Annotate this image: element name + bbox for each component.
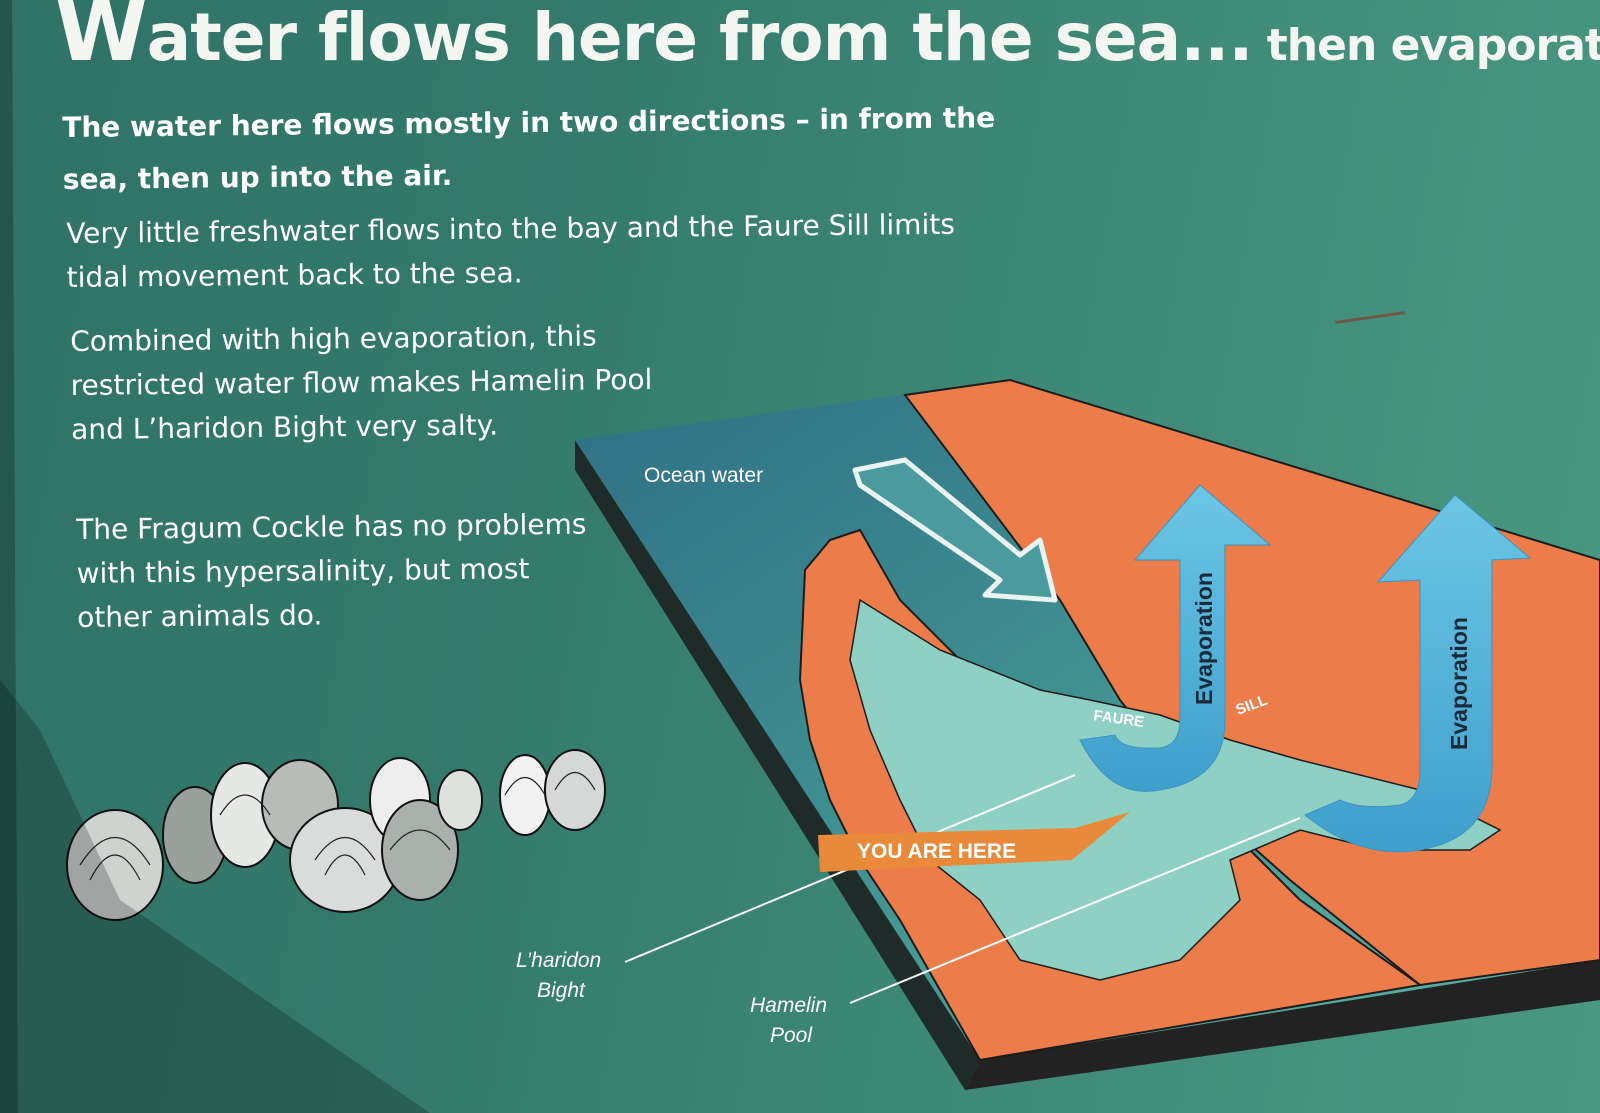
evaporation-arrow-2-icon [1304, 494, 1532, 853]
title-tail: then evaporates [1266, 20, 1600, 71]
evaporation-arrow-icon [1079, 484, 1272, 792]
slab-front-edge [965, 960, 1600, 1090]
title-main: ater flows here from the sea... [146, 0, 1254, 76]
title-capital: W [55, 0, 148, 80]
cockle-shells-illustration [66, 749, 606, 921]
lharidon-label-line2: Bight [537, 979, 586, 1002]
leader-hamelin [849, 817, 1301, 1004]
lharidon-label-line1: L’haridon [516, 949, 601, 972]
faure-label: FAURE [1092, 707, 1145, 731]
hamelin-label-line2: Pool [770, 1024, 813, 1047]
you-are-here-label: YOU ARE HERE [857, 840, 1016, 863]
slab-left-edge [575, 440, 980, 1090]
evaporation-label-2: Evaporation [1446, 617, 1472, 750]
evaporation-label-1: Evaporation [1191, 572, 1217, 705]
you-are-here-banner [818, 812, 1130, 872]
sign-title: Water flows here from the sea... then ev… [55, 0, 1600, 80]
inflow-arrow-icon [852, 457, 1058, 603]
hamelin-label-line1: Hamelin [750, 994, 827, 1017]
ocean-water-label: Ocean water [644, 464, 763, 487]
